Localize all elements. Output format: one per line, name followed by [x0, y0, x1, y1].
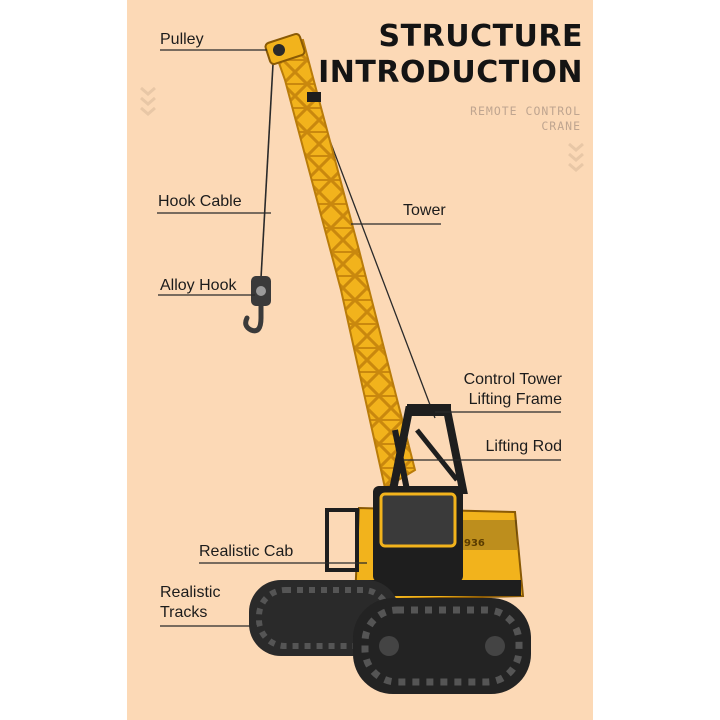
tower-cable [312, 95, 436, 419]
subtitle-line-2: CRANE [541, 119, 581, 133]
label-lifting-rod: Lifting Rod [485, 438, 563, 455]
chevron-down-icon [568, 142, 584, 172]
boom-tower [271, 38, 417, 490]
label-alloy-hook: Alloy Hook [160, 277, 237, 294]
subtitle-line-1: REMOTE CONTROL [470, 104, 581, 118]
label-realistic-tracks-2: Tracks [160, 604, 208, 621]
label-control-tower-1: Control Tower [463, 371, 562, 388]
hook-cable [260, 63, 274, 279]
label-realistic-cab: Realistic Cab [199, 543, 294, 560]
label-tower: Tower [403, 202, 446, 219]
chevron-down-icon [140, 86, 156, 116]
product-panel: STRUCTURE INTRODUCTION REMOTE CONTROL CR… [127, 0, 593, 720]
title-line-1: STRUCTURE [378, 19, 583, 54]
label-pulley: Pulley [160, 31, 204, 48]
callout-lines [157, 49, 561, 627]
alloy-hook [243, 276, 271, 334]
pulley-wheel [273, 44, 285, 56]
label-realistic-tracks-1: Realistic [160, 584, 221, 601]
boom-clamp [307, 92, 321, 102]
title-line-2: INTRODUCTION [318, 55, 583, 90]
label-control-tower-2: Lifting Frame [468, 391, 562, 408]
control-tower-frame [388, 404, 468, 494]
label-hook-cable: Hook Cable [158, 193, 242, 210]
crane-illustration: 936 [157, 33, 561, 694]
pulley-block [264, 33, 306, 65]
crane-body [325, 486, 525, 602]
tracks [249, 580, 531, 694]
model-number: 936 [464, 538, 485, 549]
